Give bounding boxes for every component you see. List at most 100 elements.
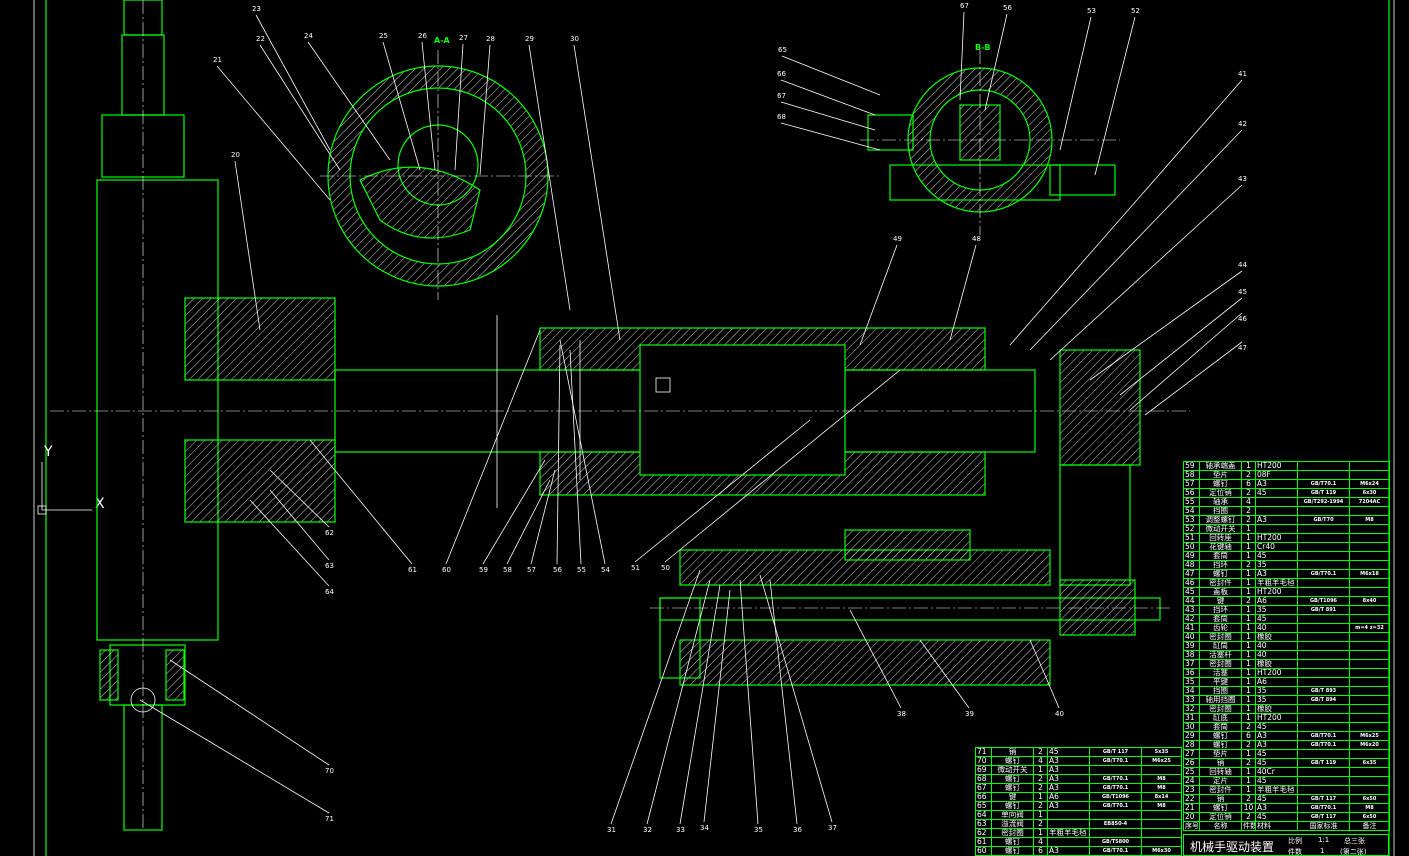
parts-cell: 35: [1255, 686, 1298, 696]
parts-cell: GB/T 117: [1297, 794, 1350, 804]
parts-cell: GB/T70.1: [1089, 801, 1142, 811]
callout-number: 52: [1131, 7, 1140, 15]
section-b-b-view: B-B: [860, 43, 1120, 235]
parts-cell: 销: [991, 747, 1034, 757]
parts-cell: 40: [1255, 623, 1298, 633]
parts-cell: GB/T70: [1297, 515, 1350, 525]
main-cylinder-section: [50, 297, 1190, 586]
parts-cell: 螺钉: [991, 837, 1034, 847]
parts-cell: 45: [1183, 587, 1200, 597]
parts-cell: GB/T70.1: [1089, 783, 1142, 793]
callout-number: 58: [503, 566, 512, 574]
leader-line: [703, 589, 731, 823]
callout-number: 45: [1238, 288, 1247, 296]
leader-line: [919, 639, 970, 709]
parts-cell: 2: [1241, 596, 1256, 606]
axis-x-label: X: [95, 496, 105, 512]
parts-cell: GB/T1096: [1297, 596, 1350, 606]
parts-cell: [1297, 767, 1350, 777]
parts-cell: A3: [1255, 515, 1298, 525]
parts-cell: [1089, 810, 1142, 820]
leader-line: [454, 43, 464, 171]
parts-cell: 61: [975, 837, 992, 847]
parts-cell: [1349, 749, 1390, 759]
parts-cell: 螺钉: [991, 756, 1034, 766]
parts-cell: GB/T70.1: [1089, 756, 1142, 766]
callout-number: 66: [777, 70, 786, 78]
leader-line: [573, 44, 621, 341]
parts-cell: A3: [1047, 783, 1090, 793]
callout-number: 37: [828, 824, 837, 832]
parts-cell: [1297, 776, 1350, 786]
parts-cell: 活塞: [1199, 668, 1242, 678]
parts-cell: [1349, 632, 1390, 642]
parts-cell: 56: [1183, 488, 1200, 498]
leader-line: [139, 699, 330, 814]
leader-line: [234, 160, 261, 331]
parts-cell: A6: [1047, 792, 1090, 802]
parts-cell: 套筒: [1199, 614, 1242, 624]
leader-line: [949, 244, 977, 341]
section-a-a-label: A-A: [434, 36, 451, 45]
parts-cell: 52: [1183, 524, 1200, 534]
parts-cell: GB/T1096: [1089, 792, 1142, 802]
parts-cell: [1297, 641, 1350, 651]
parts-cell: 花键轴: [1199, 542, 1242, 552]
parts-cell: [1255, 497, 1298, 507]
parts-header-row: 序号名称件数材料国家标准备注: [1183, 821, 1390, 831]
parts-cell: 6: [1033, 846, 1048, 856]
parts-cell: 40: [1183, 632, 1200, 642]
qty-value: 1: [1320, 847, 1325, 855]
parts-cell: 螺钉: [1199, 740, 1242, 750]
parts-cell: 2: [1241, 488, 1256, 498]
parts-cell: A3: [1047, 756, 1090, 766]
parts-cell: [1349, 614, 1390, 624]
parts-cell: 1: [1241, 650, 1256, 660]
parts-cell: GB/T70.1: [1089, 774, 1142, 784]
leader-line: [759, 574, 833, 823]
parts-cell: 2: [1033, 783, 1048, 793]
leader-line: [1059, 16, 1092, 151]
parts-cell: 螺钉: [991, 783, 1034, 793]
parts-cell: 26: [1183, 758, 1200, 768]
callout-number: 71: [325, 815, 334, 823]
parts-cell: GB/T70.1: [1297, 731, 1350, 741]
parts-cell: 45: [1255, 722, 1298, 732]
parts-cell: GB/T292-1994: [1297, 497, 1350, 507]
parts-cell: 48: [1183, 560, 1200, 570]
callout-number: 30: [570, 35, 579, 43]
parts-cell: 定位销: [1199, 812, 1242, 822]
leader-line: [1029, 129, 1243, 351]
parts-cell: 2: [1241, 740, 1256, 750]
parts-cell: 45: [1047, 747, 1090, 757]
parts-cell: 定位销: [1199, 488, 1242, 498]
parts-cell: [1349, 767, 1390, 777]
parts-cell: 密封圈: [1199, 659, 1242, 669]
parts-cell: 轴承: [1199, 497, 1242, 507]
parts-cell: 1: [1241, 641, 1256, 651]
parts-cell: 密封圈: [1199, 704, 1242, 714]
parts-cell: [1141, 765, 1182, 775]
parts-cell: 1: [1241, 677, 1256, 687]
parts-cell: M8: [1141, 801, 1182, 811]
leader-line: [382, 41, 421, 171]
leader-line: [664, 369, 901, 563]
parts-cell: 单向阀: [991, 810, 1034, 820]
parts-cell: 64: [975, 810, 992, 820]
callout-number: 57: [527, 566, 536, 574]
parts-cell: HT200: [1255, 668, 1298, 678]
parts-cell: 活塞杆: [1199, 650, 1242, 660]
callout-number: 39: [965, 710, 974, 718]
parts-cell: 轴承端盖: [1199, 461, 1242, 471]
leader-line: [269, 469, 330, 528]
parts-cell: 羊粗羊毛毡: [1047, 828, 1090, 838]
leader-line: [169, 659, 330, 766]
callout-number: 62: [325, 529, 334, 537]
